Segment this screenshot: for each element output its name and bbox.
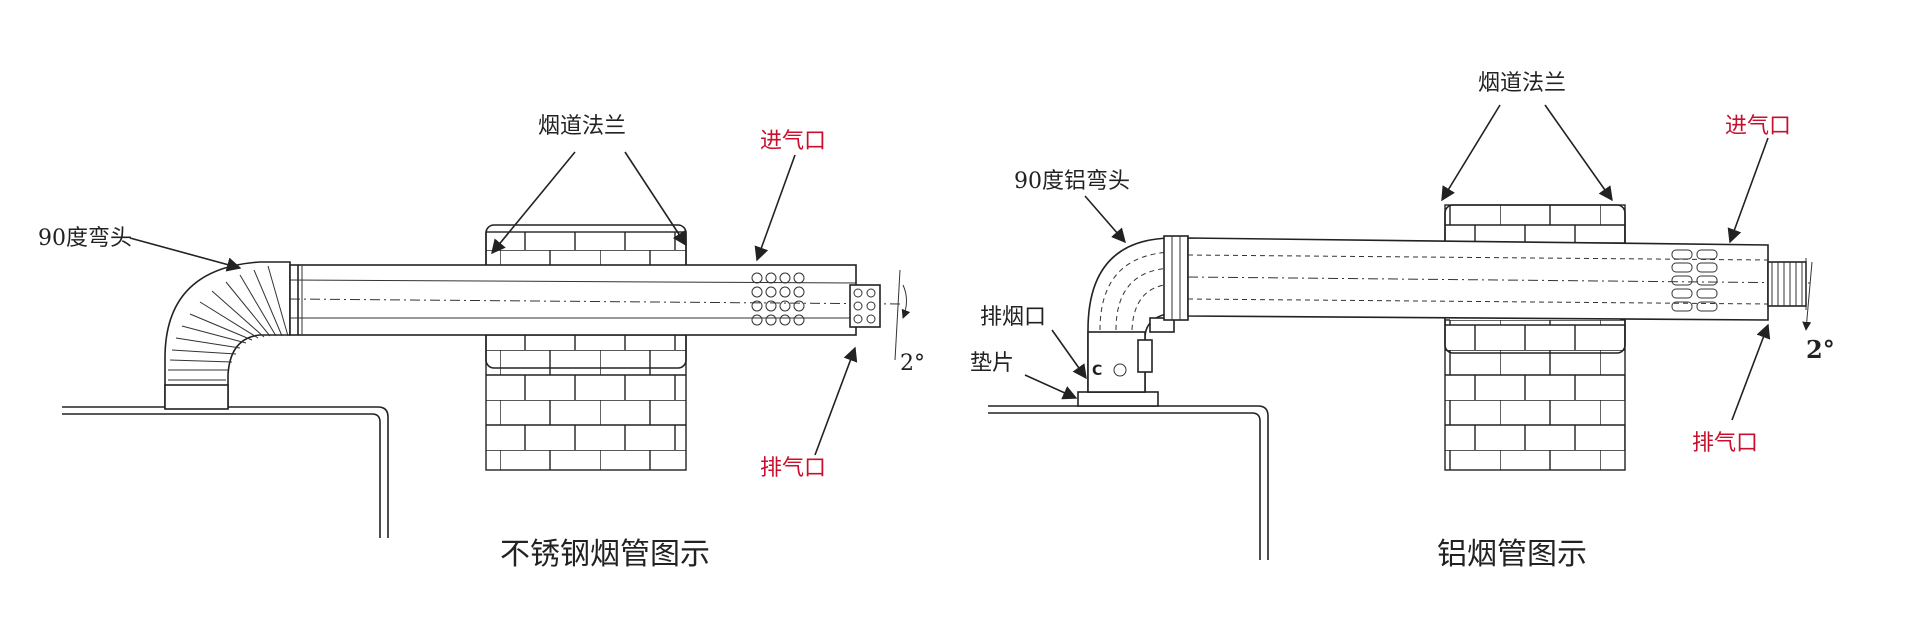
intake-label: 进气口 <box>760 129 826 154</box>
intake-leader-right <box>1727 137 1769 244</box>
stainless-pipe <box>289 264 901 336</box>
flange-label-right: 烟道法兰 <box>1478 71 1566 96</box>
elbow-90-stainless <box>164 261 291 410</box>
appliance-body-right <box>988 405 1269 560</box>
flange-leader-left <box>491 151 576 255</box>
aluminum-flue-diagram: C <box>970 71 1835 572</box>
slope-label: 2° <box>900 351 925 376</box>
flange-leader-left-right <box>1441 104 1501 202</box>
slope-indicator: 2° <box>894 269 925 376</box>
left-caption: 不锈钢烟管图示 <box>500 537 710 572</box>
wall <box>485 224 687 471</box>
exhaust-leader <box>814 346 858 456</box>
aluminum-pipe <box>1187 237 1811 321</box>
slope-indicator-right: 2° <box>1802 258 1835 364</box>
slope-label-right: 2° <box>1806 335 1835 364</box>
elbow-90-aluminum: C <box>1087 235 1189 393</box>
clamp-mark: C <box>1092 363 1102 379</box>
exhaust-leader-right <box>1731 323 1771 421</box>
elbow-label-right: 90度铝弯头 <box>1014 169 1130 194</box>
appliance-body <box>62 406 389 538</box>
flange-label: 烟道法兰 <box>538 114 626 139</box>
flange-leader-right-right <box>1544 104 1613 202</box>
exhaust-terminal-right <box>1767 261 1807 307</box>
intake-slots <box>1671 249 1718 312</box>
elbow-label: 90度弯头 <box>38 226 132 251</box>
stainless-flue-diagram: 2° 90度弯头 烟道法兰 进气口 排气口 不锈钢烟管图示 <box>38 114 925 572</box>
gasket-label: 垫片 <box>970 351 1014 376</box>
flue-outlet-leader <box>1051 329 1087 380</box>
intake-holes <box>751 272 805 326</box>
gasket <box>1077 391 1159 407</box>
gasket-leader <box>1024 374 1078 400</box>
exhaust-label: 排气口 <box>760 456 826 481</box>
elbow-leader <box>129 237 242 272</box>
intake-leader <box>754 154 796 262</box>
intake-label-right: 进气口 <box>1725 114 1791 139</box>
flue-outlet-label: 排烟口 <box>980 305 1046 330</box>
exhaust-label-right: 排气口 <box>1692 431 1758 456</box>
flange-leader-right <box>624 151 687 247</box>
elbow-leader-right <box>1084 195 1126 244</box>
right-caption: 铝烟管图示 <box>1437 537 1587 572</box>
